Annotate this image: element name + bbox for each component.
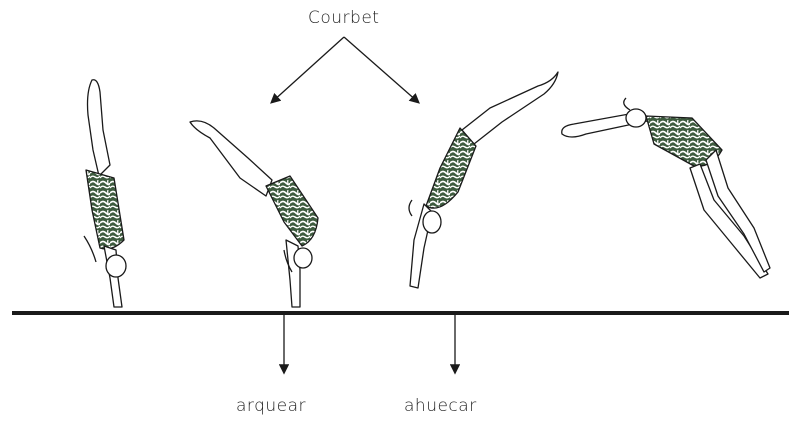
gymnast-figure-1 — [84, 80, 126, 307]
label-arrows — [284, 315, 455, 372]
diagram-title: Courbet — [308, 8, 379, 28]
title-arrows — [272, 37, 418, 102]
label-ahuecar: ahuecar — [404, 396, 477, 416]
gymnast-figure-3 — [409, 72, 558, 288]
gymnast-figure-4 — [562, 98, 770, 278]
label-arquear: arquear — [236, 396, 306, 416]
gymnast-figure-2 — [190, 121, 318, 307]
